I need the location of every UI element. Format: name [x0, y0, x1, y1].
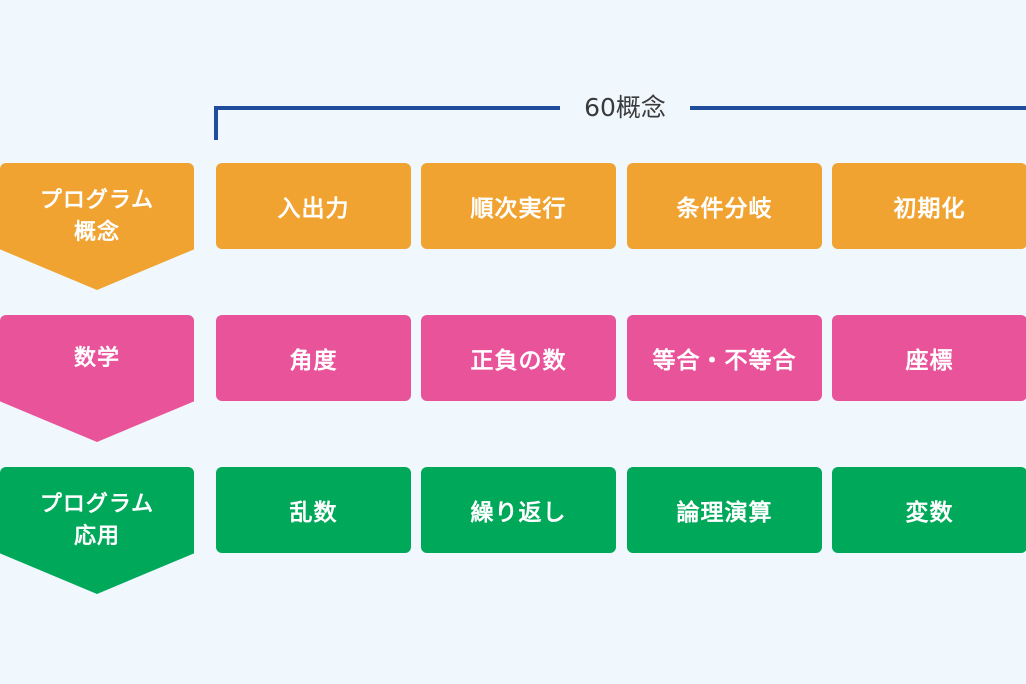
concept-box: 繰り返し	[421, 467, 616, 553]
category-label: 数学	[73, 346, 120, 371]
category-label: プログラム 応用	[39, 492, 155, 549]
concept-count-label: 60概念	[560, 90, 690, 126]
category-program-concepts: プログラム 概念	[0, 163, 194, 290]
row-program-concepts: プログラム 概念 入出力 順次実行 条件分岐 初期化	[0, 163, 1026, 293]
concept-box: 入出力	[216, 163, 411, 249]
concept-box: 等合・不等合	[627, 315, 822, 401]
bracket-line	[214, 106, 1026, 140]
concept-box: 条件分岐	[627, 163, 822, 249]
concept-box: 座標	[832, 315, 1026, 401]
concept-box: 角度	[216, 315, 411, 401]
concept-box: 初期化	[832, 163, 1026, 249]
concept-box: 論理演算	[627, 467, 822, 553]
row-math: 数学 角度 正負の数 等合・不等合 座標	[0, 315, 1026, 445]
row-program-applications: プログラム 応用 乱数 繰り返し 論理演算 変数	[0, 467, 1026, 597]
concept-box: 順次実行	[421, 163, 616, 249]
category-label: プログラム 概念	[39, 188, 155, 245]
concept-box: 正負の数	[421, 315, 616, 401]
concept-box: 変数	[832, 467, 1026, 553]
category-program-applications: プログラム 応用	[0, 467, 194, 594]
concept-count-bracket	[214, 106, 1026, 140]
concept-box: 乱数	[216, 467, 411, 553]
category-math: 数学	[0, 315, 194, 442]
